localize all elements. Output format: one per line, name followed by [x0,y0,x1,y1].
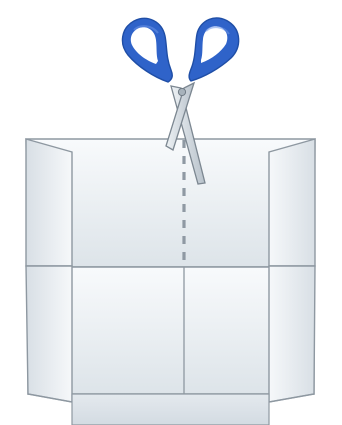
left-lower-flap [26,266,72,402]
left-upper-flap [26,139,72,266]
box-illustration [26,139,315,425]
scissors-pivot [178,88,185,95]
box-bottom-band [72,394,269,425]
right-lower-flap [269,266,315,402]
right-upper-flap [269,139,315,266]
